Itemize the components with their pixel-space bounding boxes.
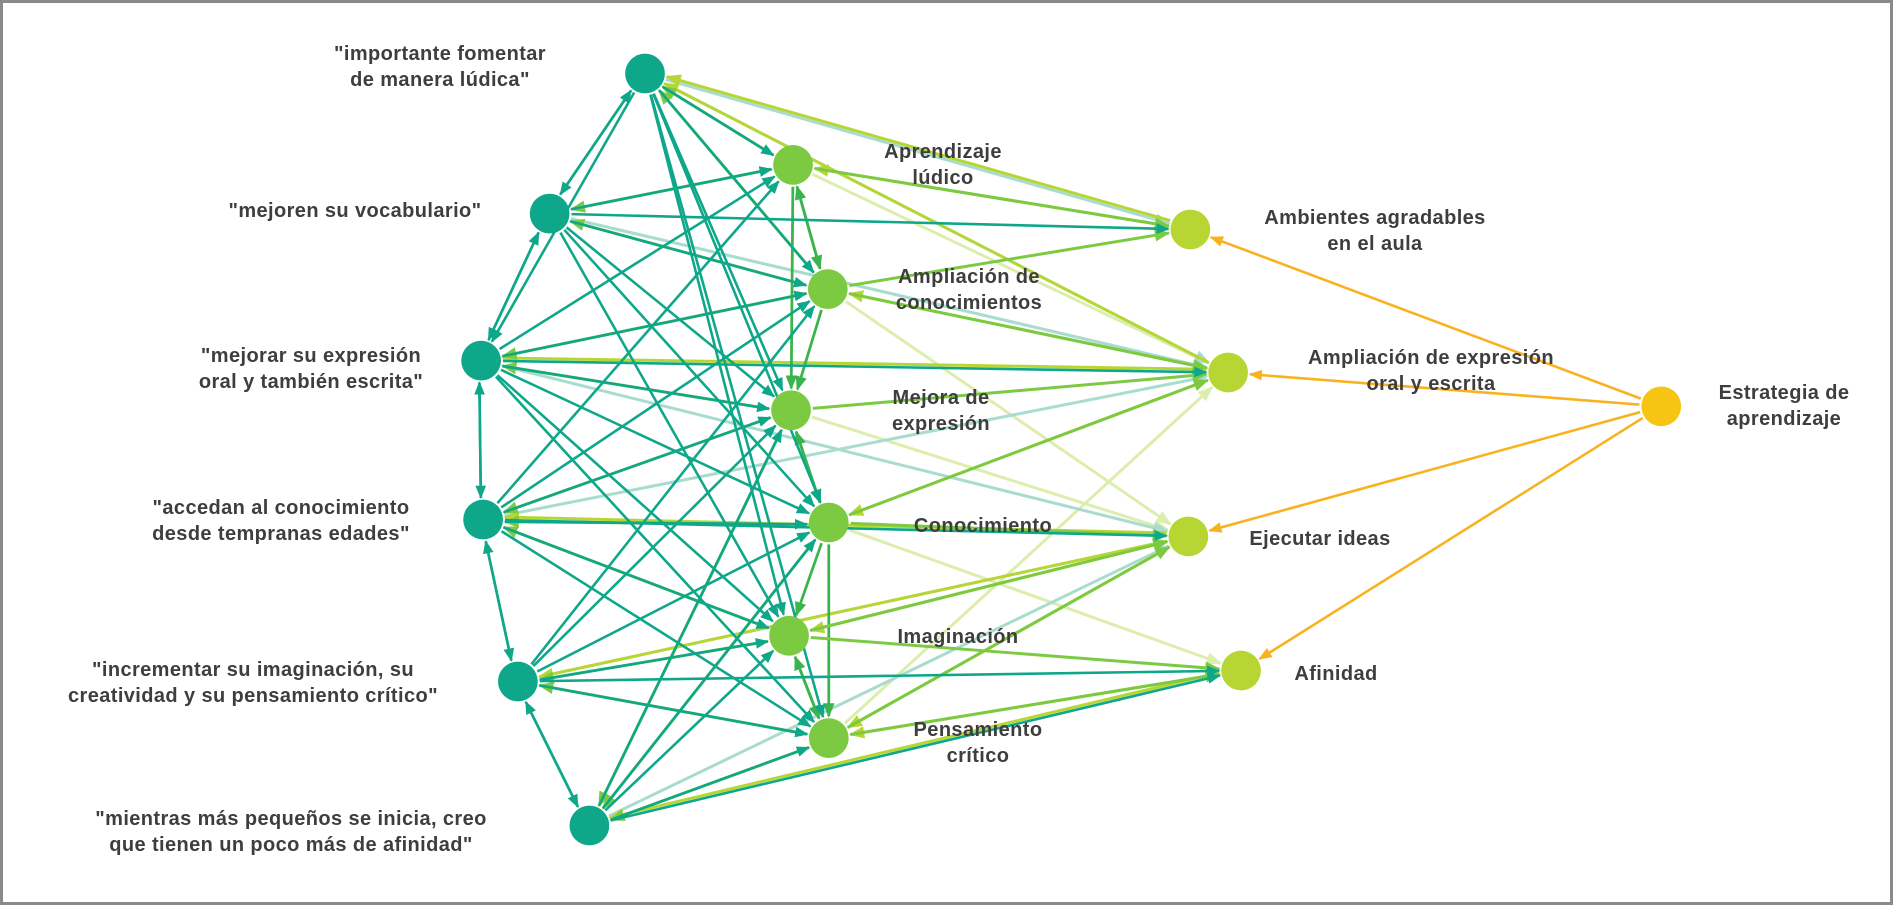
- edge-c1-c3: [785, 186, 798, 390]
- edge-q4-c3: [503, 416, 772, 514]
- edge-c4-c5: [794, 542, 823, 617]
- edge-q4-c1: [496, 180, 780, 504]
- edge-q3-q2: [487, 231, 540, 341]
- edge-c1-r1: [814, 166, 1171, 230]
- edge-q4-q3: [474, 381, 485, 498]
- edge-q3-r3: [501, 364, 1169, 534]
- node-concept-pensamiento-critico[interactable]: [808, 718, 849, 758]
- edge-c6-r3: [847, 545, 1171, 729]
- edge-q2-c2: [569, 219, 808, 288]
- edge-q1-r1: [665, 78, 1171, 226]
- edge-q5-c6: [539, 684, 809, 738]
- edge-q3-r2: [502, 359, 1208, 378]
- node-quote-mientras-mas-pequenos[interactable]: [569, 805, 610, 846]
- edge-c2-r1: [849, 229, 1171, 288]
- edge-q1-c1: [661, 85, 775, 157]
- edge-c5-r4: [810, 635, 1221, 674]
- edge-q4-c2: [500, 300, 811, 509]
- edge-q3-c1: [498, 175, 776, 351]
- node-quote-incrementar-su-imaginacion[interactable]: [497, 661, 538, 702]
- edge-r1-q1: [665, 74, 1171, 223]
- edge-q2-c5: [559, 231, 780, 618]
- edge-c3-r2: [812, 369, 1208, 410]
- node-concept-conocimiento[interactable]: [808, 502, 849, 543]
- edge-c2-c1: [794, 185, 822, 269]
- edge-c2-c3: [795, 309, 823, 391]
- edge-q4-c6: [500, 530, 812, 728]
- edge-q3-c6: [494, 375, 815, 724]
- node-category-afinidad[interactable]: [1221, 650, 1261, 691]
- edge-r4-q6: [608, 671, 1220, 821]
- edge-q5-c4: [536, 531, 811, 673]
- edge-c5-r3: [809, 539, 1169, 632]
- edge-q6-r3: [608, 544, 1171, 818]
- graph-canvas: [461, 53, 1682, 846]
- edge-c2-r2: [848, 292, 1209, 372]
- edge-q6-q5: [524, 700, 580, 808]
- edge-q2-c1: [570, 166, 773, 211]
- edge-h-r2: [1248, 369, 1640, 406]
- edge-q4-r2: [504, 373, 1209, 517]
- edge-q3-c3: [502, 364, 771, 413]
- edge-c6-r4: [850, 670, 1221, 737]
- edge-q6-c4: [601, 538, 817, 810]
- edge-q5-q4: [483, 540, 513, 661]
- node-quote-mejorar-su-expresion[interactable]: [461, 340, 501, 381]
- edge-q3-c4: [500, 368, 811, 515]
- node-concept-mejora-de-expresion[interactable]: [771, 390, 811, 431]
- node-category-ejecutar-ideas[interactable]: [1168, 516, 1209, 557]
- node-category-ambientes-agradables[interactable]: [1170, 209, 1211, 250]
- edge-q6-r4: [610, 673, 1222, 822]
- node-quote-accedan-al-conocimiento[interactable]: [463, 499, 503, 540]
- edge-c4-r4: [848, 528, 1222, 665]
- node-quote-mejoren-su-vocabulario[interactable]: [529, 193, 570, 234]
- edge-h-r1: [1209, 235, 1642, 400]
- edge-q1-c2: [658, 89, 815, 274]
- edge-c2-r3: [844, 300, 1172, 526]
- node-concept-ampliacion-de-conocimientos[interactable]: [807, 269, 848, 309]
- edge-q6-c6: [610, 746, 811, 822]
- edge-q2-c4: [563, 228, 816, 508]
- edge-q2-r2: [570, 217, 1209, 371]
- edge-r3-q5: [537, 539, 1168, 680]
- node-concept-imaginacion[interactable]: [769, 615, 809, 656]
- node-hub-estrategia-de-aprendizaje[interactable]: [1641, 386, 1682, 427]
- edge-q2-c3: [565, 226, 776, 398]
- edge-q5-c5: [539, 638, 770, 682]
- edge-q2-r1: [571, 212, 1170, 235]
- edge-h-r3: [1208, 410, 1641, 533]
- edge-c6-r2: [843, 386, 1214, 725]
- edge-q1-c5: [649, 94, 786, 616]
- edge-h-r4: [1258, 416, 1644, 661]
- edge-r2-q3: [501, 352, 1207, 371]
- node-category-ampliacion-expresion-oral-escrita[interactable]: [1208, 352, 1248, 393]
- edge-q1-c3: [652, 93, 784, 392]
- edge-c3-r3: [811, 415, 1170, 532]
- edge-q4-c5: [503, 526, 770, 630]
- edge-q1-c4: [652, 93, 822, 504]
- edge-c4-r2: [848, 378, 1210, 517]
- edge-q5-r4: [539, 665, 1221, 683]
- edge-q6-c3: [597, 428, 783, 807]
- node-quote-importante-fomentar[interactable]: [625, 53, 665, 94]
- node-concept-aprendizaje-ludico[interactable]: [773, 145, 813, 185]
- edge-c1-r2: [812, 172, 1210, 365]
- edge-q2-q1: [559, 89, 633, 196]
- edge-q5-c3: [532, 424, 777, 667]
- edge-q3-c5: [496, 374, 774, 623]
